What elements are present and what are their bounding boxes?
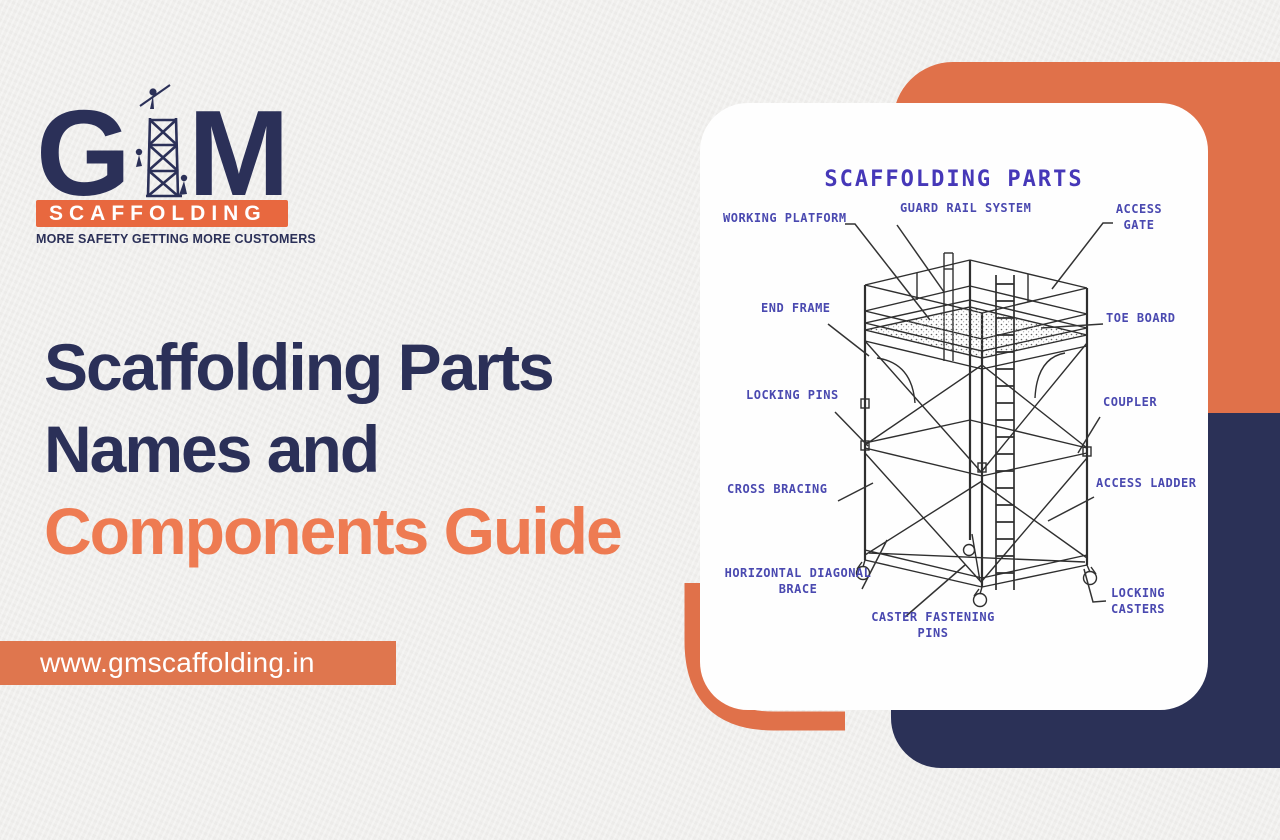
leader-end-frame xyxy=(827,323,870,357)
leader-guard-rail-system xyxy=(896,224,945,293)
logo-banner: SCAFFOLDING xyxy=(36,200,288,227)
diagram-title: SCAFFOLDING PARTS xyxy=(824,167,1084,192)
logo-tagline: MORE SAFETY GETTING MORE CUSTOMERS xyxy=(36,232,316,246)
website-url-bar: www.gmscaffolding.in xyxy=(0,641,396,685)
leader-access-gate xyxy=(1051,222,1113,290)
leader-horizontal-diagonal-brace xyxy=(861,539,888,590)
label-cross-bracing: CROSS BRACING xyxy=(727,482,828,496)
logo-banner-text: SCAFFOLDING xyxy=(49,201,267,225)
leader-working-platform xyxy=(845,223,931,321)
decor-orange-arc-icon xyxy=(684,583,845,731)
leader-access-ladder xyxy=(1047,496,1095,522)
logo-gm-monogram: G M xyxy=(36,84,288,198)
headline-line-3: Components Guide xyxy=(44,494,623,568)
label-locking-pins: LOCKING PINS xyxy=(746,388,839,402)
label-horizontal-diagonal-brace: HORIZONTAL DIAGONAL BRACE xyxy=(724,566,872,596)
diagram-leader-lines xyxy=(827,222,1113,618)
brand-logo: G M SC xyxy=(36,82,316,246)
label-end-frame: END FRAME xyxy=(761,301,831,315)
label-guard-rail-system: GUARD RAIL SYSTEM xyxy=(900,201,1032,215)
leader-toe-board xyxy=(1040,323,1104,329)
page-title: Scaffolding Parts Names and Components G… xyxy=(44,326,623,572)
label-locking-casters: LOCKING CASTERS xyxy=(1110,586,1166,616)
logo-letter-g: G xyxy=(36,85,131,198)
label-access-gate: ACCESS GATE xyxy=(1115,202,1163,232)
leader-locking-pins xyxy=(834,411,869,447)
diagram-card: SCAFFOLDING PARTS xyxy=(700,103,1208,710)
label-caster-fastening-pins: CASTER FASTENING PINS xyxy=(871,610,995,640)
label-toe-board: TOE BOARD xyxy=(1106,311,1176,325)
headline-line-1: Scaffolding Parts xyxy=(44,330,555,404)
scaffold-tower-art xyxy=(855,252,1098,608)
leader-caster-fastening-pins xyxy=(904,564,966,618)
leader-locking-casters xyxy=(1083,568,1107,603)
scaffolding-diagram xyxy=(827,222,1113,618)
logo-letter-m: M xyxy=(188,85,288,198)
label-working-platform: WORKING PLATFORM xyxy=(723,211,847,225)
logo-worker-figures-icon xyxy=(135,84,188,195)
headline-line-2: Names and xyxy=(44,412,380,486)
label-coupler: COUPLER xyxy=(1103,395,1158,409)
logo-scaffold-tower-icon xyxy=(146,117,182,198)
label-access-ladder: ACCESS LADDER xyxy=(1096,476,1197,490)
website-url-text: www.gmscaffolding.in xyxy=(40,647,315,678)
leader-cross-bracing xyxy=(837,482,874,502)
leader-coupler xyxy=(1077,416,1101,454)
